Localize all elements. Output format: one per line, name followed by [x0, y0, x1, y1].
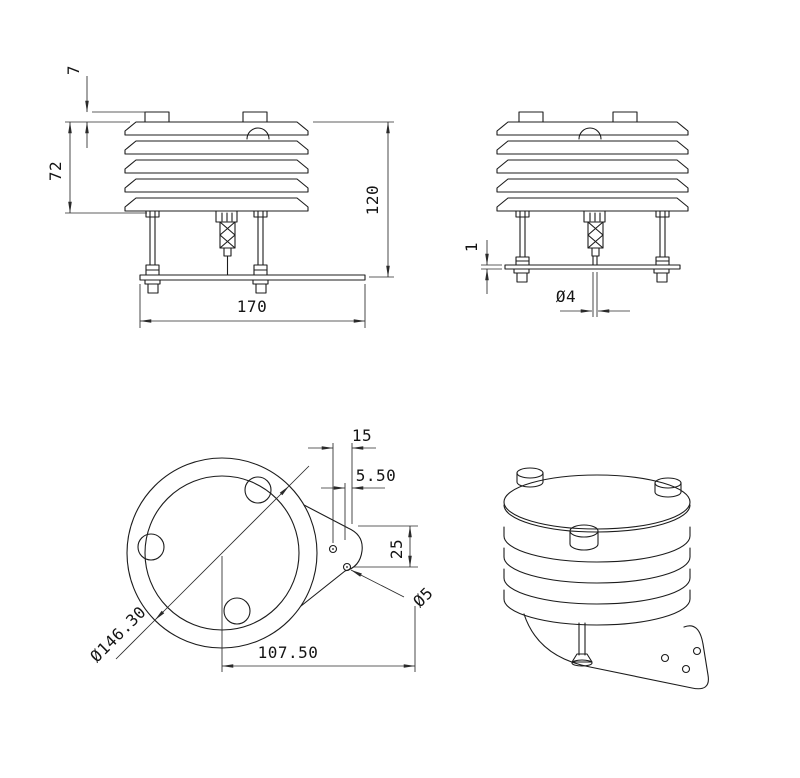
- top-view: Ø146.30 15 5.50 25 Ø5: [86, 426, 437, 672]
- louver-rings: [503, 504, 691, 626]
- leader-tail: [288, 465, 310, 487]
- mount-plate: [523, 613, 709, 690]
- dim-label-total-height: 120: [363, 185, 382, 215]
- center-post: [571, 622, 593, 663]
- isometric-view: [503, 467, 709, 690]
- dim-label-hole-edge-offset: 5.50: [356, 466, 397, 485]
- tab-hole: [328, 544, 338, 554]
- right-leg: [253, 210, 268, 276]
- dim-rod-diameter: Ø4: [556, 272, 630, 317]
- plate-hole: [692, 646, 702, 656]
- tab-hole: [342, 562, 352, 572]
- louver-plates: [124, 121, 309, 212]
- sensor-assembly: [583, 210, 606, 266]
- dim-label-cap-height: 7: [64, 65, 83, 75]
- top-caps: [518, 111, 638, 123]
- top-plate-ellipse: [503, 474, 691, 530]
- sensor-dome: [246, 127, 270, 140]
- dim-stack-height: 72: [46, 121, 147, 214]
- dim-plate-thickness: 1: [462, 240, 502, 294]
- dim-label-mount-span: 107.50: [258, 643, 319, 662]
- dim-label-tab-offset: 15: [352, 426, 372, 445]
- left-leg: [515, 210, 530, 266]
- dim-hole-spacing: 25: [354, 525, 418, 568]
- leader-tail: [115, 619, 156, 660]
- hole-center-mark: [346, 566, 348, 568]
- cap-cylinder: [654, 477, 682, 489]
- dim-label-stack-height: 72: [46, 161, 65, 181]
- plate-hole: [681, 664, 691, 674]
- dim-label-base-length: 170: [237, 297, 267, 316]
- mount-bolts: [513, 268, 670, 283]
- left-leg: [145, 210, 160, 276]
- dim-base-length: 170: [139, 284, 366, 328]
- cap-cylinder-sides: [516, 472, 682, 551]
- cap-cylinder: [516, 467, 544, 479]
- front-view: 7 72 120 170: [46, 65, 394, 328]
- side-view: 1 Ø4: [462, 111, 689, 317]
- leader-line: [350, 569, 405, 598]
- mount-bolts: [144, 279, 269, 294]
- sensor-dome: [578, 127, 602, 140]
- cap-hole: [137, 533, 165, 561]
- cap-hole: [223, 597, 251, 625]
- post-foot: [571, 659, 593, 667]
- base-plate: [504, 264, 681, 270]
- dim-label-rod-diameter: Ø4: [556, 287, 576, 306]
- dim-label-hole-spacing: 25: [387, 539, 406, 559]
- base-plate: [139, 274, 366, 281]
- dimension-line: [154, 485, 290, 621]
- hole-center-mark: [332, 548, 334, 550]
- dim-tab-offset: 15: [308, 426, 376, 543]
- dim-total-height: 120: [313, 121, 394, 278]
- dim-cap-height: 7: [64, 65, 146, 148]
- top-caps: [144, 111, 268, 123]
- plate-hole: [660, 653, 670, 663]
- dim-hole-diameter: Ø5: [350, 569, 437, 611]
- louver-plates: [496, 121, 689, 212]
- right-leg: [655, 210, 670, 266]
- dim-hole-edge-offset: 5.50: [321, 466, 396, 540]
- dim-label-hole-diameter: Ø5: [409, 583, 437, 611]
- dim-label-plate-thickness: 1: [462, 242, 481, 252]
- sensor-assembly: [215, 210, 238, 276]
- dim-mount-span: 107.50: [221, 556, 416, 672]
- dim-outer-diameter: Ø146.30: [86, 465, 310, 666]
- mount-bracket-tab: [300, 504, 363, 607]
